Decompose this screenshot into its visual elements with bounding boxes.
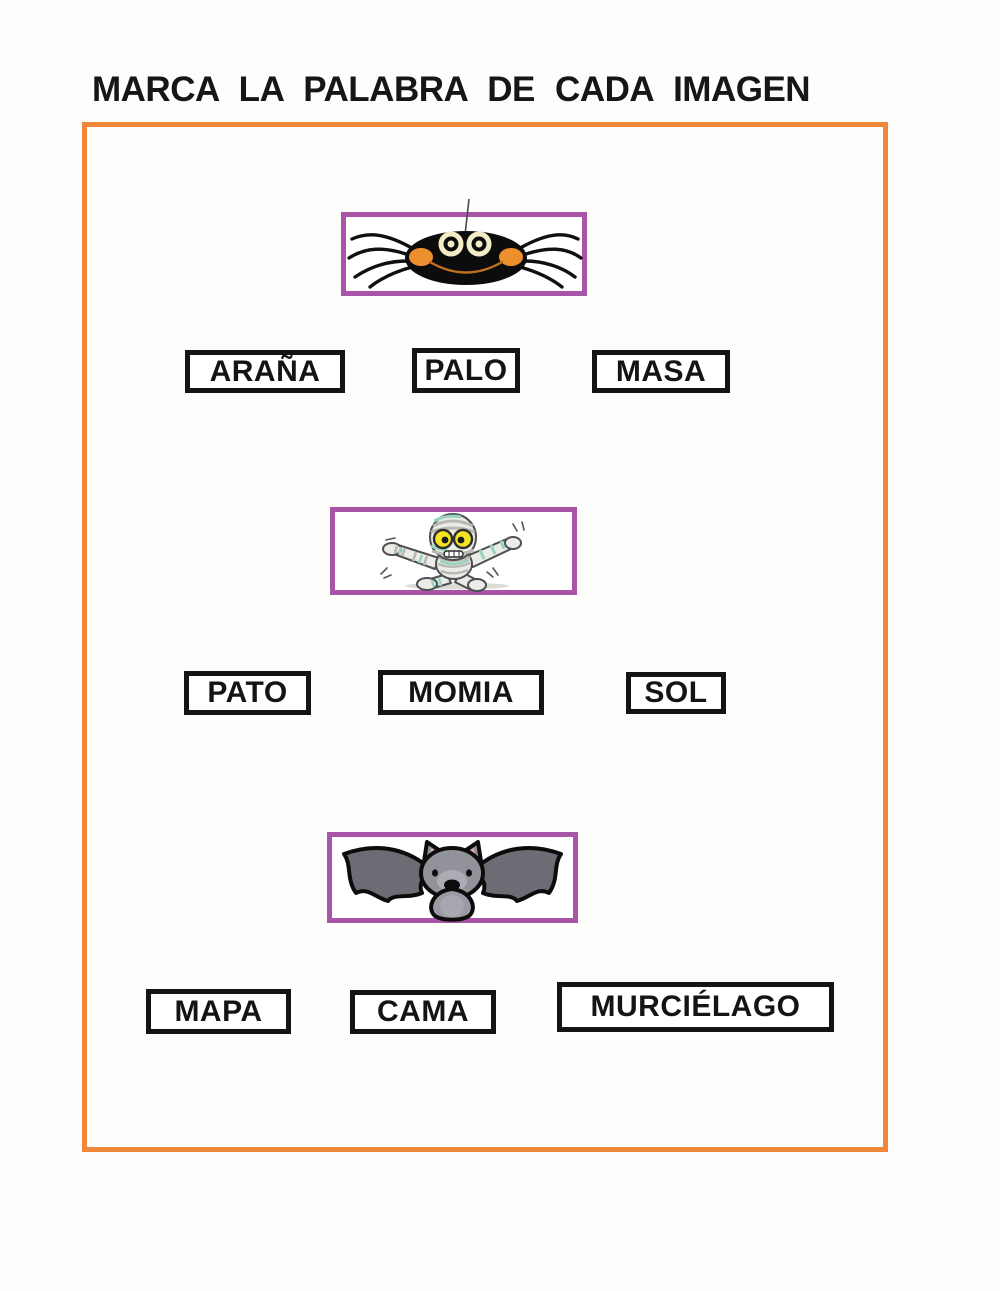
option-pato[interactable]: PATO — [184, 671, 311, 715]
worksheet-frame — [82, 122, 888, 1152]
option-arana[interactable]: ARAÑA — [185, 350, 345, 393]
bat-image — [342, 840, 563, 922]
image-box-bat — [327, 832, 578, 923]
option-cama[interactable]: CAMA — [350, 990, 496, 1034]
mummy-image — [380, 513, 525, 592]
option-murcielago[interactable]: MURCIÉLAGO — [557, 982, 834, 1032]
option-palo[interactable]: PALO — [412, 348, 520, 393]
page-title: MARCA LA PALABRA DE CADA IMAGEN — [92, 70, 811, 109]
option-sol[interactable]: SOL — [626, 672, 726, 714]
image-box-mummy — [330, 507, 577, 595]
option-masa[interactable]: MASA — [592, 350, 730, 393]
image-box-spider — [341, 198, 587, 296]
spider-image — [347, 198, 583, 289]
option-mapa[interactable]: MAPA — [146, 989, 291, 1034]
option-momia[interactable]: MOMIA — [378, 670, 544, 715]
